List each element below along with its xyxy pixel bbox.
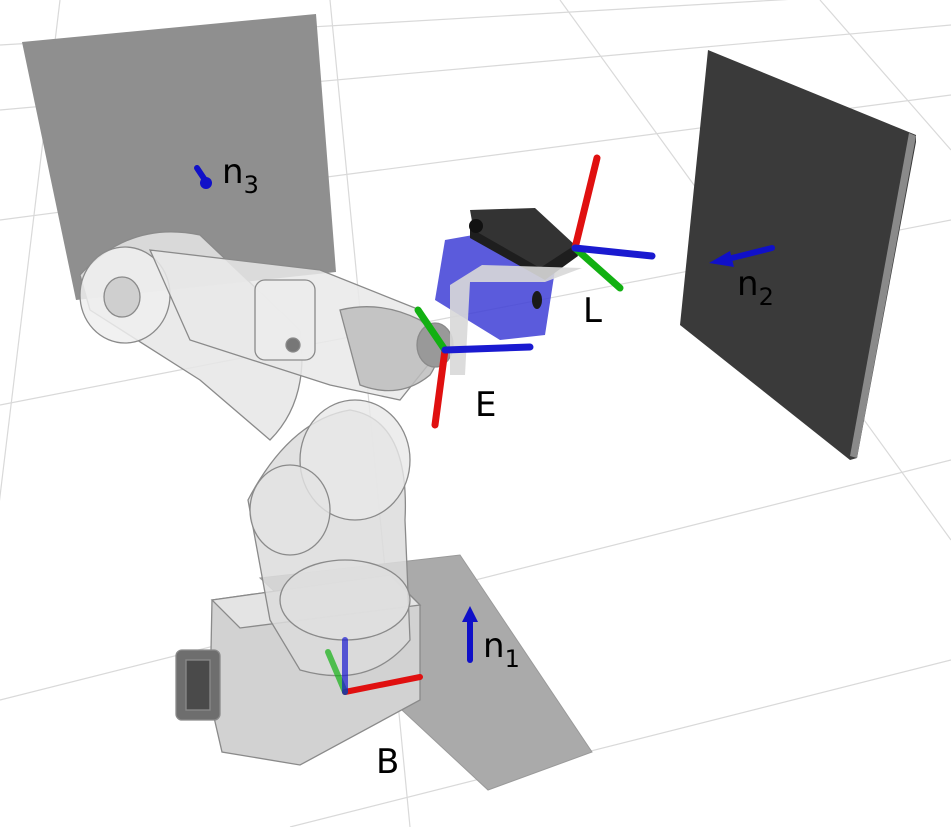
label-n2: n2 (737, 264, 774, 311)
label-frame-e: E (475, 385, 496, 425)
laser-sensor-icon (435, 208, 582, 375)
normal-arrow-n2 (709, 245, 775, 267)
label-n3: n3 (222, 152, 259, 199)
industrial-robot-arm-icon (79, 231, 454, 766)
normal-arrow-n1 (462, 606, 478, 663)
end-effector-frame-axes (414, 306, 534, 429)
label-frame-b: B (376, 742, 399, 782)
plane-3 (22, 14, 336, 300)
laser-frame-axes (571, 154, 656, 292)
normal-arrow-n3 (194, 165, 212, 189)
plane-2 (680, 50, 916, 460)
label-frame-l: L (583, 291, 602, 331)
base-frame-axes (325, 637, 423, 695)
label-n1: n1 (483, 626, 520, 673)
